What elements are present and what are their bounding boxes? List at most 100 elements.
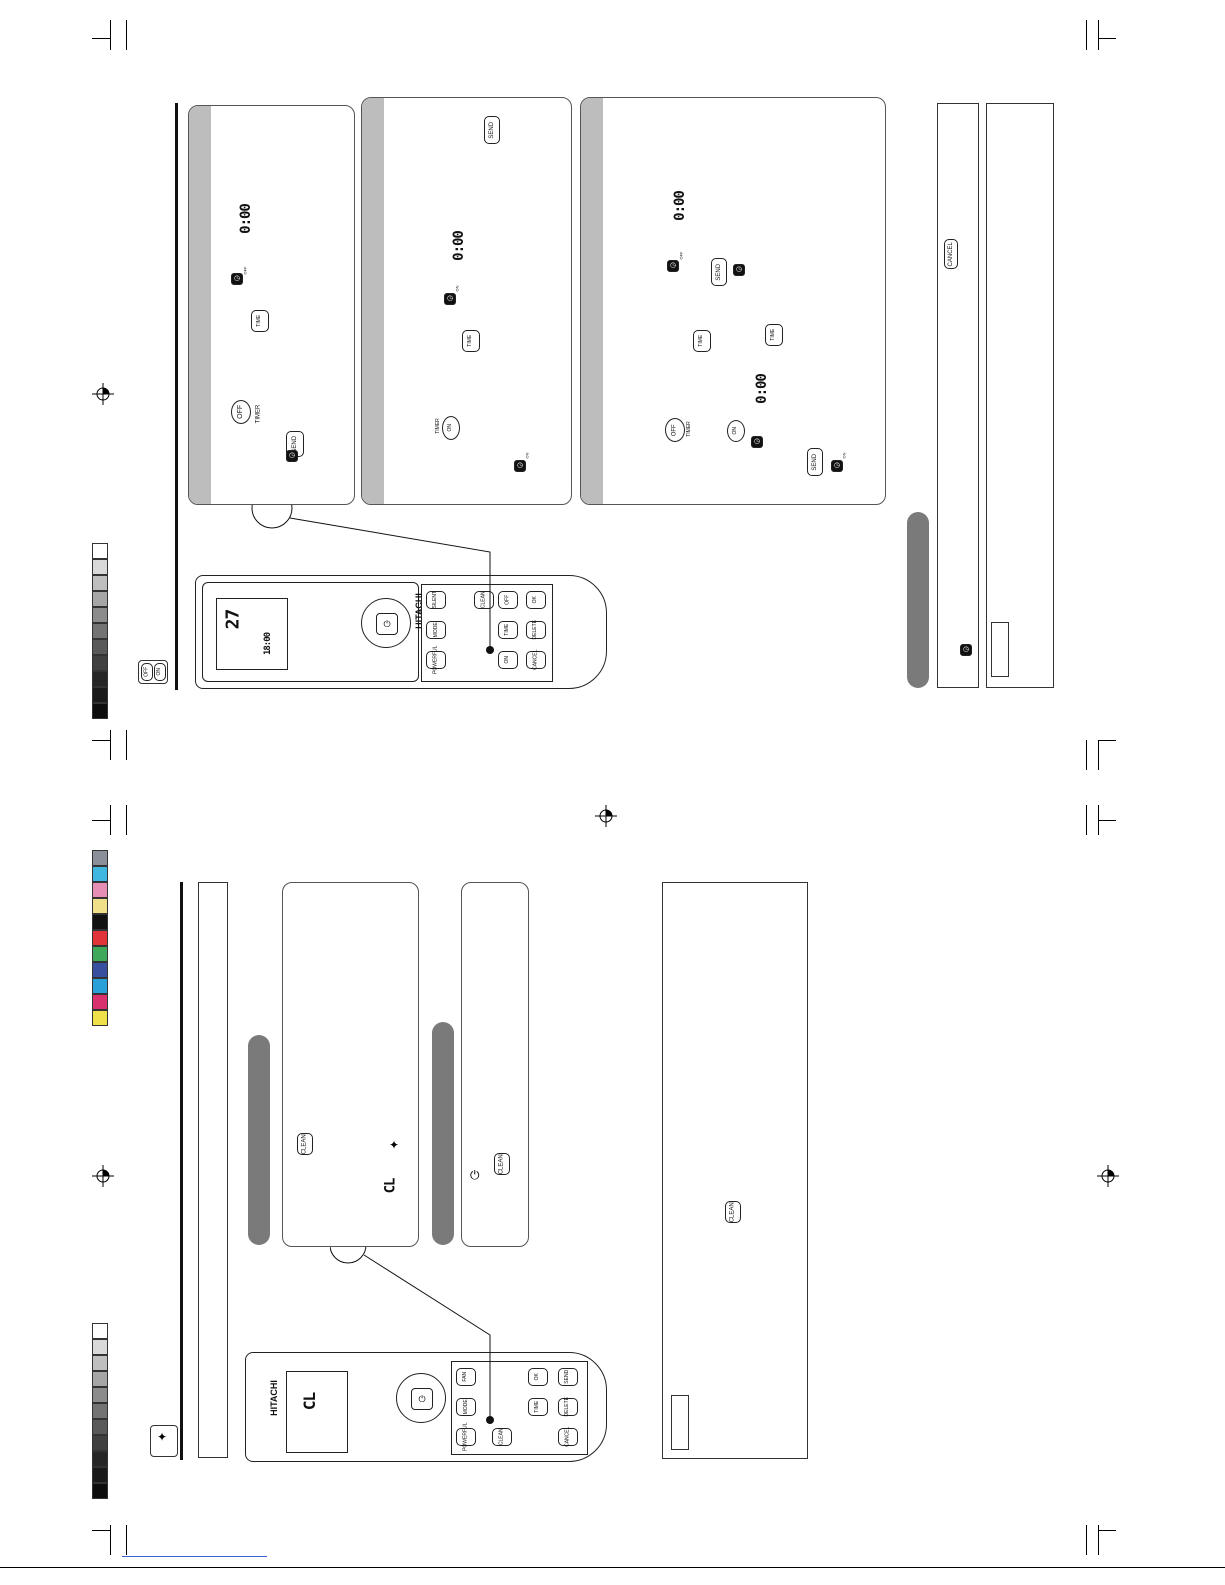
color-swatch xyxy=(92,639,108,655)
fan-button[interactable]: FAN xyxy=(456,1368,476,1386)
panel-timer-label: TIMER xyxy=(434,418,441,434)
cancel-button[interactable]: CANCEL xyxy=(526,650,546,670)
registration-mark xyxy=(1097,1165,1119,1187)
crop-mark xyxy=(1086,805,1087,835)
timer-icon-off-label: OFF xyxy=(143,667,150,677)
send-button[interactable]: SEND xyxy=(558,1368,578,1386)
crop-mark xyxy=(92,1530,110,1531)
timer-icon: OFF ON xyxy=(138,660,168,684)
powerful-button[interactable]: POWERFUL xyxy=(426,646,446,674)
crop-mark xyxy=(92,820,110,821)
powerful-button[interactable]: POWERFUL xyxy=(456,1423,476,1451)
timer-on-button[interactable]: ON xyxy=(498,651,518,669)
panel-clean-key[interactable]: CLEAN xyxy=(494,1153,510,1175)
crop-mark xyxy=(1098,740,1099,770)
color-swatch xyxy=(92,575,108,591)
timer-on-indicator-icon: ◷ xyxy=(444,293,456,305)
note-box xyxy=(671,1395,689,1450)
panel-band xyxy=(189,106,211,504)
timer-icon: ◷ xyxy=(286,450,298,462)
crop-mark xyxy=(110,1525,111,1555)
color-swatch xyxy=(92,914,108,930)
section-rule xyxy=(180,882,183,1460)
remote-button-grid: SILENT MODE POWERFUL CLEAN OFF TIME ON O… xyxy=(421,584,553,682)
lcd-clean-code: CL xyxy=(300,1392,320,1411)
crop-mark xyxy=(126,805,127,835)
timer-off-button[interactable]: OFF xyxy=(498,591,518,609)
delete-button[interactable]: DELETE xyxy=(558,1397,578,1417)
crop-mark xyxy=(92,740,110,741)
ok-button[interactable]: OK xyxy=(526,591,546,609)
color-swatch xyxy=(92,978,108,994)
panel-display: 0:00 xyxy=(237,204,254,234)
crop-mark xyxy=(1086,20,1087,50)
panel-time-key-2[interactable]: TIME xyxy=(765,324,783,346)
panel-cancel-key[interactable]: CANCEL xyxy=(944,239,958,269)
panel-on-indicator-label: ON xyxy=(454,285,460,292)
section-pill xyxy=(248,1035,270,1245)
remote-button-grid-2: FAN MODE POWERFUL CLEAN OK TIME SEND DEL… xyxy=(451,1361,588,1455)
panel-on-indicator-label: ON xyxy=(524,452,530,459)
timer-off-panel: OFF TIMER TIME ◷ OFF 0:00 SEND ◷ xyxy=(188,105,355,505)
color-swatch xyxy=(92,671,108,687)
timer-icon: ◷ xyxy=(831,460,843,472)
timer-icon: ◷ xyxy=(733,264,745,276)
silent-button[interactable]: SILENT xyxy=(426,591,446,609)
timer-on-indicator-icon: ◷ xyxy=(751,436,763,448)
footer-link[interactable] xyxy=(122,1556,267,1557)
panel-send-key[interactable]: SEND xyxy=(711,258,727,286)
color-swatch xyxy=(92,1483,108,1499)
panel-timer-label: TIMER xyxy=(685,421,692,437)
remote-control: HITACHI 27 18:00 ⏻ SILENT MODE POWERFUL … xyxy=(195,575,607,689)
panel-off-key[interactable]: OFF xyxy=(665,418,685,442)
mode-button[interactable]: MODE xyxy=(426,621,446,639)
crop-mark xyxy=(110,730,111,760)
crop-mark xyxy=(126,730,127,760)
panel-off-key[interactable]: OFF xyxy=(231,400,251,424)
crop-mark xyxy=(110,20,111,50)
panel-on-key[interactable]: ON xyxy=(442,416,460,440)
panel-clean-key[interactable]: CLEAN xyxy=(725,1201,741,1223)
callout-line-2 xyxy=(330,1226,494,1424)
panel-band xyxy=(362,98,384,504)
panel-on-key[interactable]: ON xyxy=(727,420,745,442)
cancel-button[interactable]: CANCEL xyxy=(558,1427,578,1447)
panel-clean-key[interactable]: CLEAN xyxy=(297,1133,313,1155)
color-swatch xyxy=(92,1419,108,1435)
color-swatch xyxy=(92,930,108,946)
clean-button[interactable]: CLEAN xyxy=(492,1428,512,1446)
clean-button[interactable]: CLEAN xyxy=(474,591,494,609)
color-swatch xyxy=(92,882,108,898)
panel-time-key[interactable]: TIME xyxy=(251,310,269,332)
color-swatch xyxy=(92,559,108,575)
remote-dpad[interactable]: ⏻ xyxy=(361,598,411,648)
clean-icon: ✦ xyxy=(150,1425,178,1457)
mode-button[interactable]: MODE xyxy=(456,1398,476,1416)
sparkle-icon: ✦ xyxy=(389,1138,400,1152)
power-icon[interactable]: ⏻ xyxy=(411,1388,433,1410)
ok-button[interactable]: OK xyxy=(528,1368,548,1386)
color-swatch xyxy=(92,946,108,962)
time-button[interactable]: TIME xyxy=(498,621,518,639)
section-rule xyxy=(175,103,178,690)
color-swatch xyxy=(92,607,108,623)
panel-time-key[interactable]: TIME xyxy=(462,330,480,352)
crop-mark xyxy=(110,805,111,835)
panel-send-key-2[interactable]: SEND xyxy=(807,448,823,476)
power-icon[interactable]: ⏻ xyxy=(376,613,398,635)
remote-dpad-2[interactable]: ⏻ xyxy=(396,1373,446,1423)
delete-button[interactable]: DELETE xyxy=(526,620,546,640)
crop-mark xyxy=(1086,740,1087,770)
registration-mark xyxy=(595,805,617,827)
lcd-temp: 27 xyxy=(222,609,244,630)
registration-mark xyxy=(92,1165,114,1187)
panel-timer-label: TIMER xyxy=(255,404,262,424)
panel-time-key[interactable]: TIME xyxy=(693,330,711,352)
callout-line xyxy=(251,487,494,654)
crop-mark xyxy=(1098,1525,1099,1555)
panel-display-1: 0:00 xyxy=(671,191,688,221)
panel-display: 0:00 xyxy=(450,231,467,261)
time-button[interactable]: TIME xyxy=(528,1398,548,1416)
panel-send-key[interactable]: SEND xyxy=(484,116,500,144)
